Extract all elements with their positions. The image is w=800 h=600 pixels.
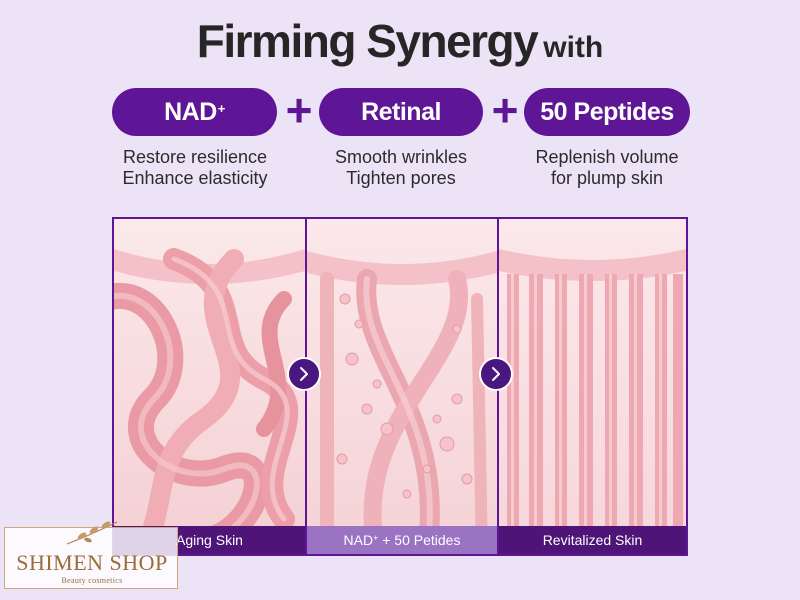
caption-text: Revitalized Skin <box>542 532 643 548</box>
shop-watermark-logo: SHIMEN SHOP Beauty cosmetics <box>4 521 178 589</box>
caption-revitalized-skin: Revitalized Skin <box>499 526 686 554</box>
treatment-illustration <box>307 219 497 554</box>
ingredient-description-peptides: Replenish volume for plump skin <box>497 147 717 189</box>
title-main: Firming Synergy <box>196 15 539 67</box>
ingredient-description-nad: Restore resilience Enhance elasticity <box>85 147 305 189</box>
ingredient-pill-nad: NAD+ <box>112 88 277 136</box>
panel-revitalized-skin: Revitalized Skin <box>499 219 686 554</box>
description-line: Enhance elasticity <box>122 168 268 188</box>
ingredient-pill-peptides: 50 Peptides <box>524 88 690 136</box>
caption-superscript: + <box>373 533 379 543</box>
description-line: Restore resilience <box>122 147 268 167</box>
caption-text-rest: + 50 Petides <box>378 532 461 548</box>
caption-text-main: NAD <box>343 532 374 548</box>
chevron-right-icon <box>492 367 500 381</box>
description-line: Smooth wrinkles <box>334 147 468 167</box>
next-arrow-button[interactable] <box>287 357 321 391</box>
leaf-branch-icon <box>66 521 118 545</box>
ingredient-pill-retinal: Retinal <box>319 88 483 136</box>
chevron-right-icon <box>300 367 308 381</box>
caption-treatment: NAD+ + 50 Petides <box>307 526 497 554</box>
skin-comparison-panels: Aging Skin <box>112 217 688 556</box>
pill-superscript: + <box>217 100 226 116</box>
next-arrow-button[interactable] <box>479 357 513 391</box>
watermark-brand: SHIMEN SHOP <box>16 550 168 575</box>
description-line: Replenish volume <box>535 147 679 167</box>
pill-label: Retinal <box>361 97 441 126</box>
panel-aging-skin: Aging Skin <box>114 219 305 554</box>
panel-treatment: NAD+ + 50 Petides <box>307 219 497 554</box>
plus-sign: + <box>491 84 519 136</box>
plus-sign: + <box>285 84 313 136</box>
description-line: Tighten pores <box>346 168 456 188</box>
description-line: for plump skin <box>550 168 664 188</box>
watermark-tagline: Beauty cosmetics <box>61 576 123 585</box>
ingredient-description-retinal: Smooth wrinkles Tighten pores <box>291 147 511 189</box>
revitalized-skin-illustration <box>499 219 686 554</box>
pill-label: NAD <box>164 97 217 126</box>
caption-text: Aging Skin <box>176 532 243 548</box>
title-suffix: with <box>543 31 604 64</box>
pill-label: 50 Peptides <box>540 97 674 126</box>
aging-skin-illustration <box>114 219 305 554</box>
